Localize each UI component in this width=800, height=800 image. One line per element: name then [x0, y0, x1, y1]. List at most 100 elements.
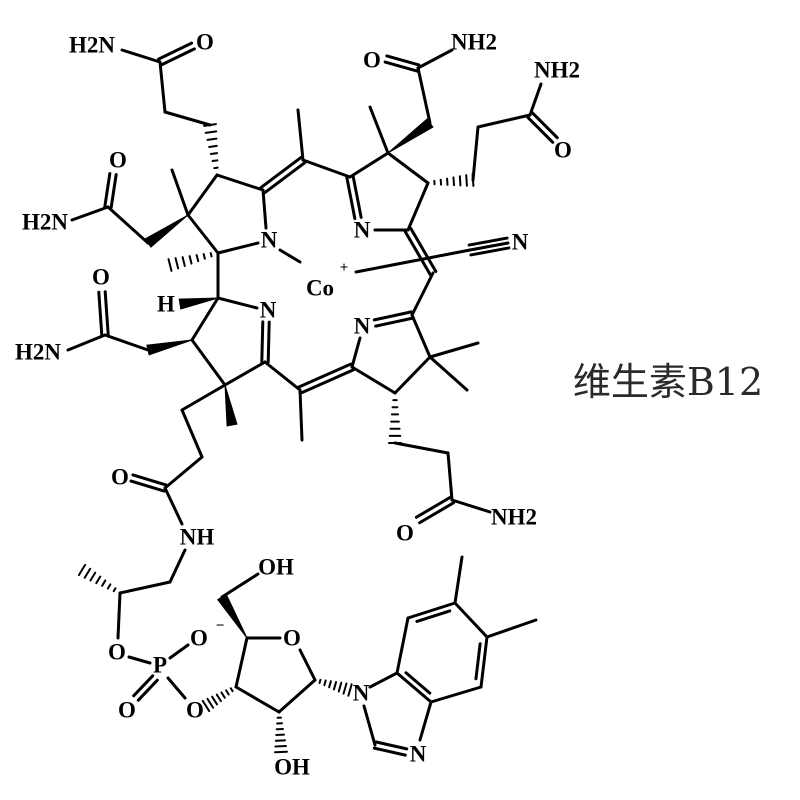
atom-label: N — [353, 681, 370, 706]
bond-single — [471, 125, 480, 182]
bond-hash — [323, 679, 327, 687]
bonds — [66, 41, 559, 757]
atom-label: P — [153, 653, 167, 678]
bond-double — [403, 230, 432, 277]
bond-double — [129, 479, 166, 493]
bond-hash — [209, 252, 213, 258]
bond-double — [132, 674, 155, 698]
bond-single — [186, 173, 219, 217]
atom-label: NH — [180, 525, 215, 550]
bond-single — [301, 158, 352, 179]
bond-single — [163, 110, 212, 127]
bond-hash — [458, 175, 462, 187]
bond-hash — [229, 687, 234, 693]
bond-hash — [211, 695, 219, 706]
bond-double — [159, 47, 196, 67]
compound-name: 维生素B12 — [573, 360, 763, 404]
bond-double — [103, 172, 112, 209]
bond-single — [277, 678, 317, 714]
bond-aromatic-inner — [474, 642, 482, 681]
bond-hash — [215, 693, 222, 703]
bond-single — [103, 333, 150, 352]
bond-hash — [342, 682, 348, 695]
bond-aromatic — [395, 671, 433, 704]
bond-double — [414, 495, 452, 519]
bond-single — [393, 355, 432, 395]
bond-single — [296, 108, 305, 162]
bond-double — [299, 368, 355, 395]
atom-label: N — [354, 314, 371, 339]
bond-single — [278, 248, 302, 264]
bond-triple — [467, 236, 509, 247]
bond-double — [259, 155, 303, 189]
bond-single — [216, 296, 259, 310]
bond-hash — [332, 681, 338, 691]
bond-aromatic-inner — [404, 671, 432, 695]
atom-label: N — [354, 218, 371, 243]
bond-hash — [95, 575, 102, 585]
bond-wedge — [146, 339, 193, 356]
bond-hash — [206, 697, 215, 709]
bond-single — [170, 168, 190, 217]
bond-single — [180, 408, 204, 459]
bond-single — [348, 151, 390, 179]
bond-hash — [106, 583, 112, 590]
bond-single — [450, 498, 492, 514]
bond-double — [351, 174, 363, 219]
bond-double — [374, 316, 415, 328]
atom-label: O — [109, 148, 127, 173]
bond-single — [70, 205, 110, 222]
atom-label: OH — [274, 755, 310, 780]
bond-wedge — [387, 118, 434, 154]
bond-single — [406, 181, 430, 232]
bond-single — [168, 548, 187, 584]
atom-label: O — [92, 265, 110, 290]
bond-single — [190, 338, 227, 387]
bond-double — [418, 501, 456, 525]
bond-single — [368, 671, 399, 689]
bond-hash — [465, 174, 468, 187]
bond-single — [476, 113, 532, 129]
bond-single — [163, 486, 184, 526]
bond-double — [97, 290, 104, 337]
atom-label: NH2 — [534, 58, 580, 83]
atom-label: H — [157, 292, 175, 317]
bond-single — [393, 441, 450, 455]
bond-single — [166, 676, 187, 700]
bond-double — [345, 176, 357, 221]
bond-double — [157, 41, 194, 61]
bond-hash — [203, 123, 217, 127]
bond-single — [216, 241, 260, 255]
bond-single — [215, 173, 265, 192]
atom-label: OH — [258, 555, 294, 580]
bond-double — [372, 310, 413, 322]
atom-label: N — [260, 298, 277, 323]
charge-minus: − — [216, 618, 225, 634]
bond-single — [428, 341, 480, 359]
bond-double — [103, 290, 110, 337]
bond-single — [368, 105, 390, 155]
bond-single — [263, 360, 302, 392]
bond-aromatic — [406, 601, 457, 620]
bond-single — [234, 685, 281, 714]
atom-labels: H2N O O H2N O H2N O NH2 O NH2 O NH2 O NH… — [15, 30, 580, 780]
bond-triple — [468, 241, 510, 252]
bond-double — [263, 161, 307, 195]
atom-label: O — [186, 698, 204, 723]
bond-hash — [209, 152, 219, 156]
bond-single — [429, 685, 483, 704]
bond-single — [116, 591, 122, 640]
bond-single — [410, 313, 432, 359]
bond-single — [410, 271, 435, 317]
bond-single — [350, 336, 362, 369]
bond-double — [131, 473, 168, 487]
bond-single — [234, 636, 249, 689]
bond-double — [372, 746, 407, 757]
bond-single — [395, 616, 410, 675]
bond-wedge — [178, 297, 219, 310]
bond-hash — [206, 137, 218, 141]
bond-single — [453, 601, 489, 639]
bond-hash — [201, 699, 211, 713]
bond-single — [66, 333, 107, 352]
